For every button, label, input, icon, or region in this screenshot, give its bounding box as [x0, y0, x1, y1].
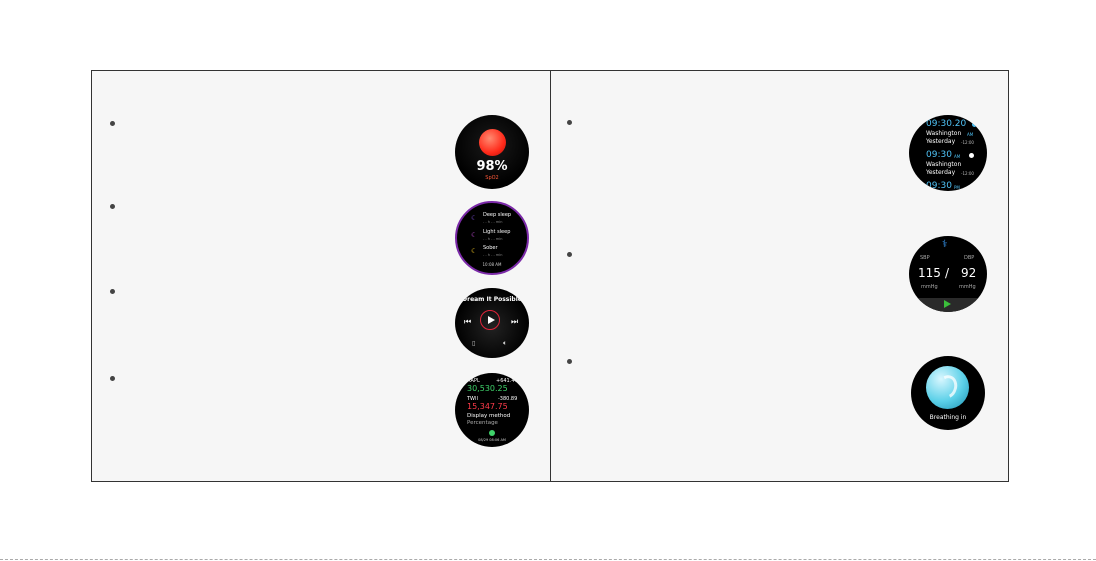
stock-1-change: +641.47	[496, 378, 518, 384]
stock-2-symbol: TWII	[467, 396, 478, 402]
clock-2-city: Washington	[926, 161, 962, 168]
stocks-watch-face: AAPL +641.47 30,530.25 TWII -380.89 15,3…	[455, 373, 529, 447]
clock-1-city-suffix: AM	[967, 132, 974, 137]
clock-2-time: 09:30	[926, 150, 952, 160]
sober-icon: ☾	[471, 247, 478, 255]
sober-duration: - - h - - min	[483, 253, 503, 257]
bullet-music	[110, 289, 115, 294]
breathing-orb-icon	[926, 366, 969, 409]
deep-sleep-icon: ☾	[471, 214, 478, 222]
display-method-value[interactable]: Percentage	[467, 420, 498, 426]
start-icon	[944, 300, 951, 308]
breathing-swirl	[933, 372, 961, 402]
deep-sleep-duration: - - h - - min	[483, 220, 503, 224]
spo2-ball-icon	[479, 129, 506, 156]
clock-1-offset: -12:00	[961, 140, 974, 145]
light-sleep-icon: ☾	[471, 231, 478, 239]
clock-1-day: Yesterday	[926, 138, 956, 145]
clock-3-time: 09:30	[926, 181, 952, 191]
stock-1-price: 30,530.25	[467, 384, 508, 393]
display-method-label: Display method	[467, 413, 511, 419]
music-watch-face: Dream It Possible ⏮ ⏭ ▯ 🔈︎	[455, 288, 529, 358]
bullet-sleep	[110, 204, 115, 209]
clock-2-offset: -12:00	[961, 171, 974, 176]
song-title: Dream It Possible	[462, 296, 522, 303]
world-clock-watch-face: 09:30.20 Washington AM Yesterday -12:00 …	[909, 115, 987, 191]
volume-icon[interactable]: 🔈︎	[503, 339, 508, 347]
breathing-label: Breathing in	[929, 414, 967, 421]
stock-2-price: 15,347.75	[467, 402, 508, 411]
previous-track-icon[interactable]: ⏮	[464, 317, 472, 326]
play-icon	[488, 315, 495, 324]
light-sleep-duration: - - h - - min	[483, 237, 503, 241]
page-bottom-rule	[0, 559, 1096, 561]
bullet-blood-pressure	[567, 252, 572, 257]
bullet-world-clock	[567, 120, 572, 125]
sober-label: Sober	[483, 245, 498, 251]
stethoscope-icon: ⚕	[942, 239, 948, 250]
phone-icon[interactable]: ▯	[472, 340, 476, 347]
dbp-value: 92	[961, 266, 977, 280]
sbp-label: SBP	[920, 255, 930, 261]
breathing-watch-face: Breathing in	[911, 356, 985, 430]
stock-1-symbol: AAPL	[467, 378, 480, 384]
measure-bar[interactable]	[909, 298, 987, 312]
next-track-icon[interactable]: ⏭	[511, 317, 519, 326]
clock-2-day: Yesterday	[926, 169, 956, 176]
stock-2-change: -380.89	[498, 396, 518, 402]
play-button[interactable]	[480, 310, 500, 330]
bullet-spo2	[110, 121, 115, 126]
spo2-watch-face: 98% SpO2	[455, 115, 529, 189]
confirm-icon[interactable]	[489, 430, 495, 436]
bp-separator: /	[945, 266, 950, 280]
clock-1-time: 09:30.20	[926, 119, 967, 129]
bullet-breathing	[567, 359, 572, 364]
column-divider	[550, 70, 551, 482]
light-sleep-label: Light sleep	[483, 229, 511, 235]
clock-2-indicator-icon	[969, 153, 974, 158]
sleep-time: 10:08 AM	[482, 262, 502, 267]
deep-sleep-label: Deep sleep	[483, 212, 512, 218]
blood-pressure-watch-face: ⚕ SBP DBP 115 / 92 mmHg mmHg	[909, 236, 987, 312]
clock-2-ampm: AM	[954, 154, 961, 159]
clock-1-indicator-icon	[972, 122, 977, 127]
sbp-value: 115	[918, 266, 941, 280]
clock-3-ampm: PM	[954, 185, 960, 190]
clock-1-city: Washington	[926, 130, 962, 137]
sbp-unit: mmHg	[921, 284, 938, 290]
bullet-stocks	[110, 376, 115, 381]
sleep-watch-face: ☾ Deep sleep - - h - - min ☾ Light sleep…	[455, 201, 529, 275]
stocks-timestamp: 08/29 08:06 AM	[478, 438, 506, 442]
spo2-label: SpO2	[485, 175, 499, 181]
dbp-label: DBP	[964, 255, 975, 261]
spo2-value: 98%	[476, 159, 508, 174]
dbp-unit: mmHg	[959, 284, 976, 290]
